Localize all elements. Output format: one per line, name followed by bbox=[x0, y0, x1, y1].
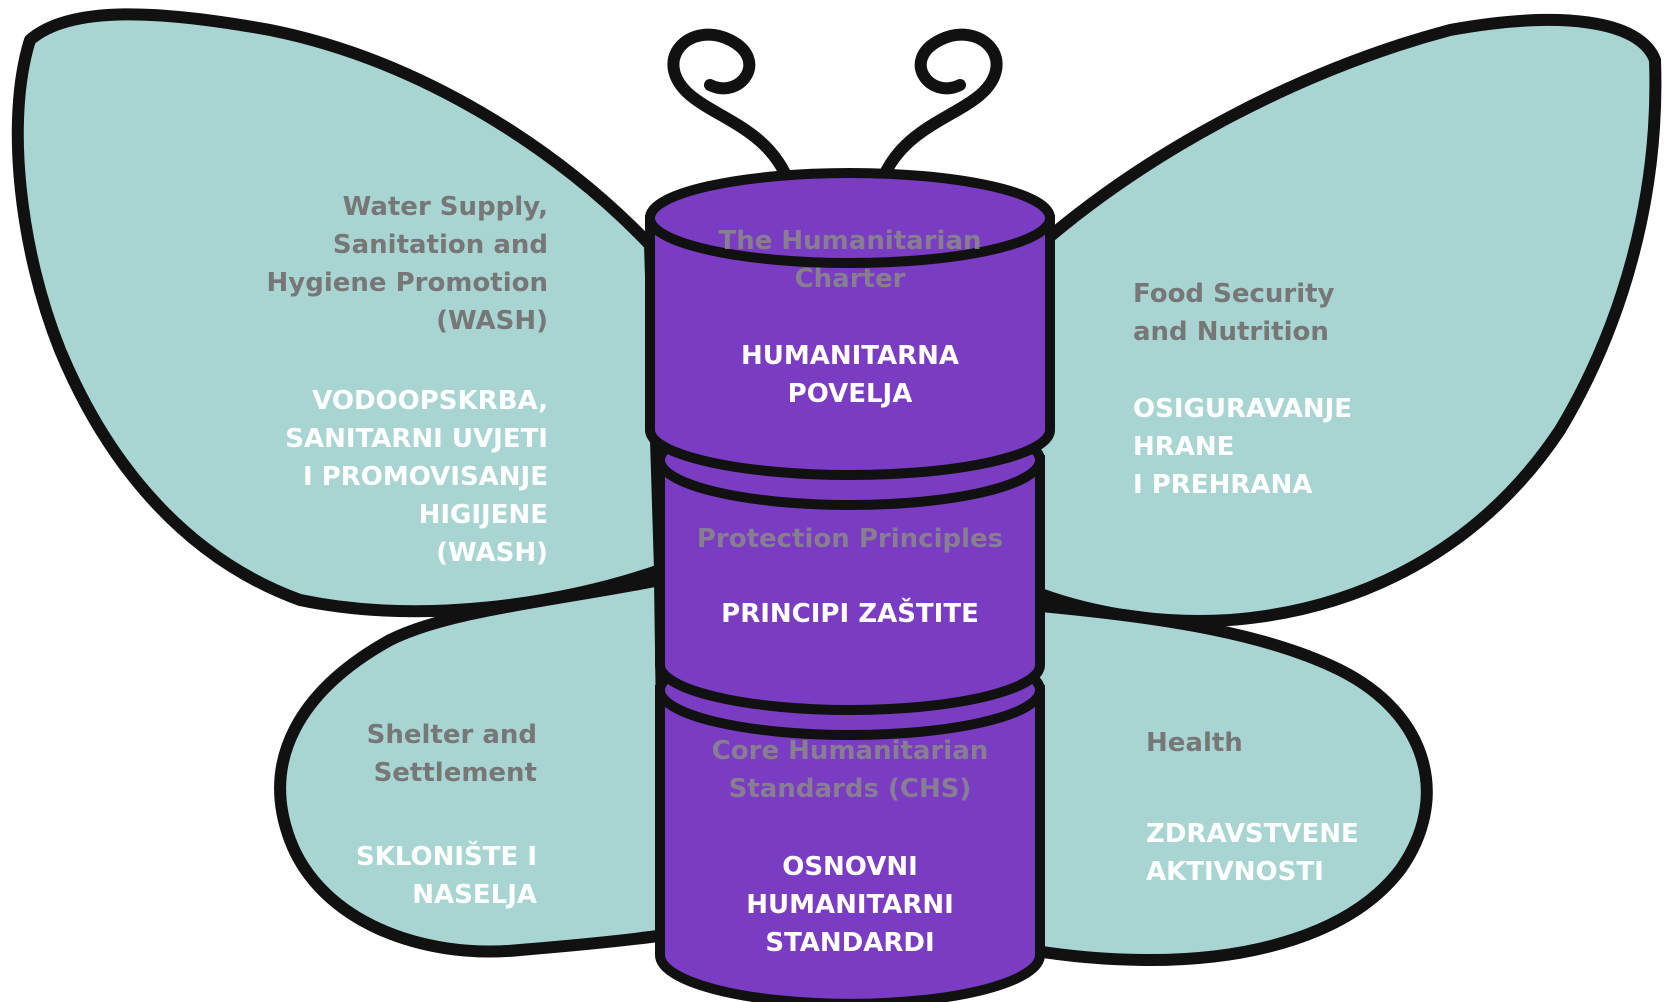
lower-right-english: Health bbox=[1146, 728, 1243, 758]
top-segment-local: HUMANITARNA POVELJA bbox=[740, 341, 960, 409]
body-top-segment bbox=[645, 168, 1055, 480]
middle-segment-local: PRINCIPI ZAŠTITE bbox=[721, 599, 979, 629]
lower-left-english: Shelter and Settlement bbox=[366, 720, 537, 788]
middle-segment-english: Protection Principles bbox=[696, 524, 1004, 554]
upper-right-local: OSIGURAVANJE HRANE I PREHRANA bbox=[1133, 394, 1353, 500]
upper-right-english: Food Security and Nutrition bbox=[1133, 279, 1335, 347]
lower-left-wing bbox=[274, 574, 671, 958]
bottom-segment-local: OSNOVNI HUMANITARNI STANDARDI bbox=[746, 852, 954, 958]
upper-right-wing bbox=[1024, 14, 1662, 627]
left-antenna bbox=[667, 28, 796, 191]
lower-right-wing bbox=[1024, 599, 1433, 966]
upper-left-english: Water Supply, Sanitation and Hygiene Pro… bbox=[266, 192, 548, 336]
upper-left-local: VODOOPSKRBA, SANITARNI UVJETI I PROMOVIS… bbox=[285, 386, 548, 568]
bottom-segment-english: Core Humanitarian Standards (CHS) bbox=[711, 736, 989, 804]
lower-left-local: SKLONIŠTE I NASELJA bbox=[356, 842, 537, 910]
upper-left-wing bbox=[11, 8, 666, 618]
top-segment-english: The Humanitarian Charter bbox=[718, 226, 982, 294]
lower-right-local: ZDRAVSTVENE AKTIVNOSTI bbox=[1146, 819, 1359, 887]
right-antenna bbox=[874, 28, 1003, 191]
